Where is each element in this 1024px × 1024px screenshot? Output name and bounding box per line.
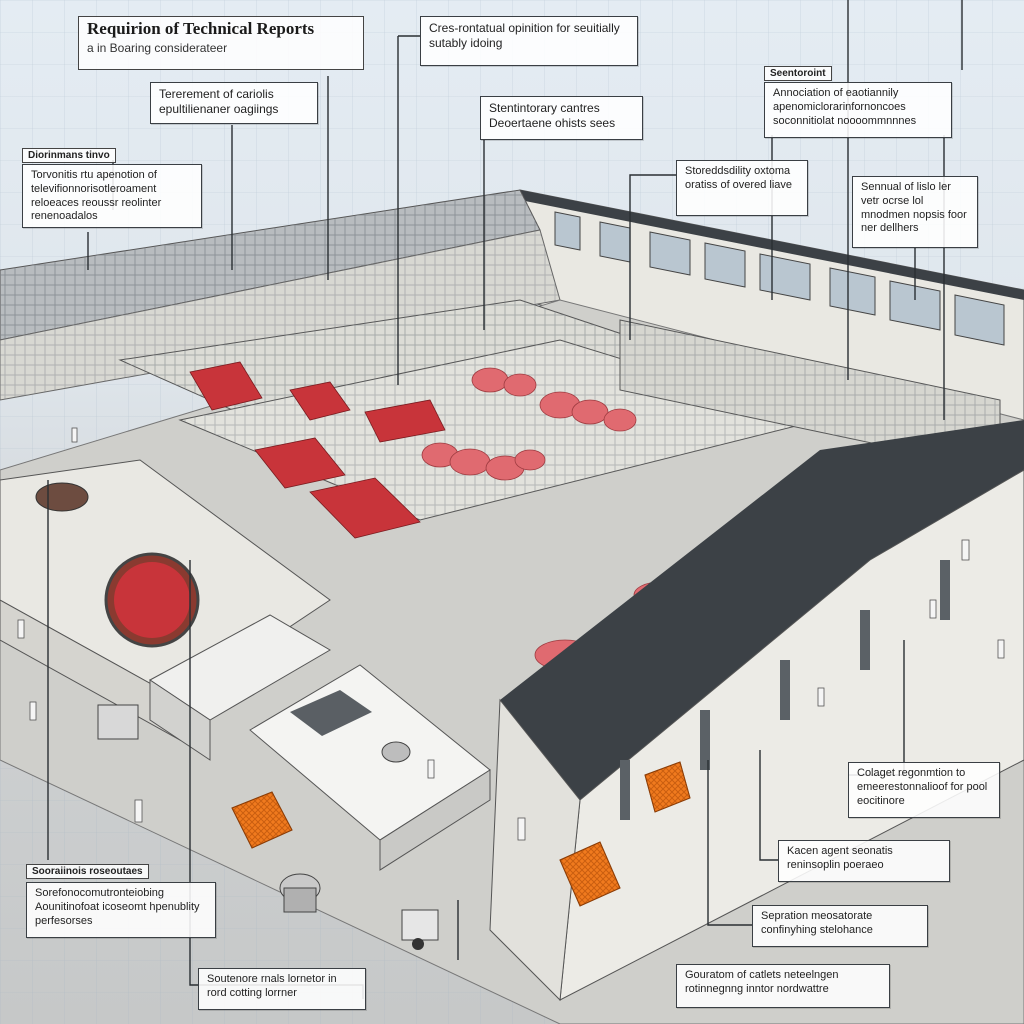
- callout-bottom-right-text: Gouratom of catlets neteelngen rotinnegn…: [685, 969, 839, 995]
- back-building: [519, 189, 1024, 421]
- callout-bottom-center: Soutenore rnals lornetor in rord cotting…: [198, 968, 366, 1010]
- callout-right-top-text: Annociation of eaotiannily apenomiclorar…: [773, 87, 917, 127]
- diagram-title-block: Requirion of Technical Reports a in Boar…: [78, 16, 364, 70]
- callout-right-lower-3: Sepration meosatorate confinyhing steloh…: [752, 905, 928, 947]
- callout-center-mid: Stentintorary cantres Deoertaene ohists …: [480, 96, 643, 140]
- work-platforms: [149, 614, 491, 871]
- callout-left-mid-text: Torvonitis rtu apenotion of televifionno…: [31, 169, 162, 223]
- orange-crates: [231, 761, 691, 907]
- callout-right-tag: Seentoroint: [764, 66, 832, 81]
- callout-right-mid: Sennual of lislo ler vetr ocrse lol mnod…: [852, 176, 978, 248]
- callout-bottom-left-text: Sorefonocomutronteiobing Aounitinofoat i…: [35, 887, 200, 927]
- callout-right-mid-text: Sennual of lislo ler vetr ocrse lol mnod…: [861, 181, 967, 235]
- callout-bottom-left-tag: Sooraiinois roseoutaes: [26, 864, 149, 879]
- diagram-subtitle: a in Boaring considerateer: [87, 41, 228, 55]
- callout-center-right: Storeddsdility oxtoma oratiss of overed …: [676, 160, 808, 216]
- equipment: [97, 704, 439, 950]
- workers: [17, 427, 1005, 841]
- callout-right-lower-3-text: Sepration meosatorate confinyhing steloh…: [761, 910, 873, 936]
- callout-left-tag: Diorinmans tinvo: [22, 148, 116, 163]
- callout-left-upper-text: Tererement of cariolis epultilienaner oa…: [159, 87, 279, 116]
- callout-right-lower-1-text: Colaget regonmtion to emeerestonnalioof …: [857, 767, 988, 807]
- callout-top-center: Cres-rontatual opinition for seuitially …: [420, 16, 638, 66]
- diagram-title: Requirion of Technical Reports: [87, 19, 315, 38]
- enclosure-building: [489, 420, 1024, 1002]
- callout-right-lower-1: Colaget regonmtion to emeerestonnalioof …: [848, 762, 1000, 818]
- callout-left-mid: Torvonitis rtu apenotion of televifionno…: [22, 164, 202, 228]
- callout-right-lower-2-text: Kacen agent seonatis reninsoplin poeraeo: [787, 845, 893, 871]
- callout-right-top: Annociation of eaotiannily apenomiclorar…: [764, 82, 952, 138]
- callout-bottom-right: Gouratom of catlets neteelngen rotinnegn…: [676, 964, 890, 1008]
- callout-right-lower-2: Kacen agent seonatis reninsoplin poeraeo: [778, 840, 950, 882]
- callout-left-upper: Tererement of cariolis epultilienaner oa…: [150, 82, 318, 124]
- callout-bottom-left: Sorefonocomutronteiobing Aounitinofoat i…: [26, 882, 216, 938]
- callout-center-mid-text: Stentintorary cantres Deoertaene ohists …: [489, 101, 616, 130]
- callout-bottom-center-text: Soutenore rnals lornetor in rord cotting…: [207, 973, 337, 999]
- callout-center-right-text: Storeddsdility oxtoma oratiss of overed …: [685, 165, 792, 191]
- callout-top-center-text: Cres-rontatual opinition for seuitially …: [429, 21, 620, 50]
